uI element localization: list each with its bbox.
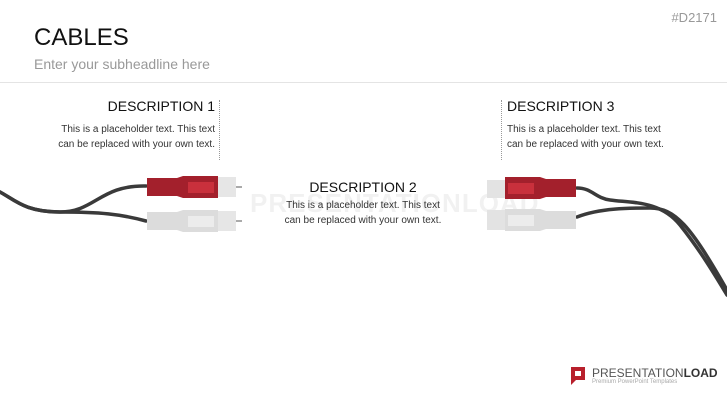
logo-name-a: PRESENTATION bbox=[592, 366, 684, 380]
description-1: DESCRIPTION 1 This is a placeholder text… bbox=[58, 98, 215, 152]
right-cable-red bbox=[575, 186, 727, 297]
description-3-text-line2: can be replaced with your own text. bbox=[507, 139, 664, 150]
left-cable-red bbox=[0, 184, 148, 214]
description-2: DESCRIPTION 2 This is a placeholder text… bbox=[263, 179, 463, 228]
description-3-text-line1: This is a placeholder text. This text bbox=[507, 124, 661, 135]
right-cable-white bbox=[575, 206, 727, 292]
subheadline: Enter your subheadline here bbox=[34, 56, 210, 72]
description-1-text-line1: This is a placeholder text. This text bbox=[61, 124, 215, 135]
description-1-text-line2: can be replaced with your own text. bbox=[58, 139, 215, 150]
description-1-heading: DESCRIPTION 1 bbox=[107, 98, 215, 114]
right-red-plug bbox=[487, 177, 576, 199]
divider bbox=[0, 82, 727, 83]
logo-icon bbox=[571, 367, 585, 385]
logo-name-b: LOAD bbox=[683, 366, 718, 380]
slide-code: #D2171 bbox=[671, 10, 717, 25]
description-3: DESCRIPTION 3 This is a placeholder text… bbox=[507, 98, 664, 152]
description-2-heading: DESCRIPTION 2 bbox=[309, 179, 417, 195]
description-2-text-line2: can be replaced with your own text. bbox=[284, 215, 442, 226]
right-white-plug bbox=[487, 209, 576, 231]
left-cable-white bbox=[0, 190, 148, 223]
page-title: CABLES bbox=[34, 24, 129, 51]
description-3-heading: DESCRIPTION 3 bbox=[507, 98, 615, 114]
presentationload-logo: PRESENTATIONLOAD Premium PowerPoint Temp… bbox=[570, 366, 718, 386]
left-red-plug bbox=[147, 176, 242, 198]
description-1-line bbox=[219, 100, 220, 160]
logo-tagline: Premium PowerPoint Templates bbox=[592, 379, 678, 385]
description-3-line bbox=[501, 100, 502, 160]
left-white-plug bbox=[147, 210, 242, 232]
description-2-text-line1: This is a placeholder text. This text bbox=[286, 200, 440, 211]
